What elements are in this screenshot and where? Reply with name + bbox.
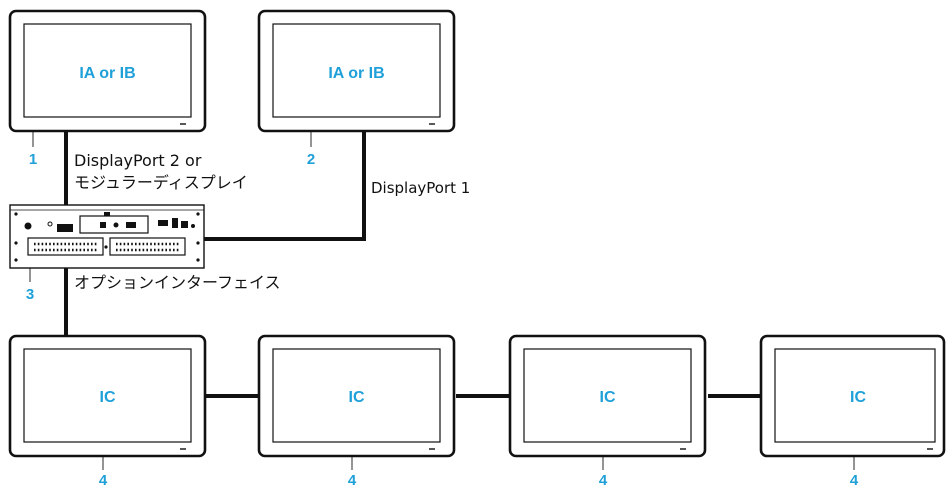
display-label: IC xyxy=(600,389,616,406)
panel-screw xyxy=(104,245,108,249)
callout-number: 3 xyxy=(26,286,34,303)
display-label: IA or IB xyxy=(328,65,384,82)
label-option-interface: オプションインターフェイス xyxy=(74,273,281,292)
callout-number: 4 xyxy=(99,472,108,487)
display-4b: IC xyxy=(257,334,456,458)
label-dp2-line2: モジュラーディスプレイ xyxy=(74,173,248,192)
panel-screw xyxy=(47,221,53,227)
rear-block xyxy=(172,218,178,228)
mount-hole xyxy=(196,241,200,245)
module-connector xyxy=(100,222,106,228)
controller-unit xyxy=(9,204,205,269)
panel-screw xyxy=(191,224,195,228)
callout-number: 4 xyxy=(850,472,859,487)
display-screen xyxy=(272,23,441,118)
cable-dp1 xyxy=(204,131,366,241)
mount-hole xyxy=(14,241,18,245)
panel-screw xyxy=(24,222,32,230)
mount-hole xyxy=(196,212,200,216)
display-1: IA or IB xyxy=(8,9,207,133)
display-screen xyxy=(23,23,192,118)
display-4c: IC xyxy=(508,334,707,458)
module-led xyxy=(113,222,119,228)
callout-number: 4 xyxy=(599,472,608,487)
module-latch xyxy=(104,212,110,216)
label-dp2-line1: DisplayPort 2 or xyxy=(74,151,202,170)
display-screen xyxy=(774,348,936,443)
display-screen xyxy=(23,348,192,443)
callout-number: 4 xyxy=(348,472,357,487)
display-label: IA or IB xyxy=(79,65,135,82)
terminal-block-left xyxy=(27,237,104,256)
module-connector xyxy=(126,222,136,228)
rear-block xyxy=(181,221,188,228)
display-label: IC xyxy=(850,389,866,406)
display-2: IA or IB xyxy=(257,9,456,133)
callouts xyxy=(29,131,855,470)
port-block xyxy=(57,224,73,232)
display-screen xyxy=(523,348,692,443)
display-label: IC xyxy=(100,389,116,406)
callout-number: 1 xyxy=(29,151,37,168)
display-label: IC xyxy=(349,389,365,406)
rear-block xyxy=(158,220,168,226)
callout-number: 2 xyxy=(307,151,315,168)
terminal-block-right xyxy=(109,237,186,256)
label-dp1: DisplayPort 1 xyxy=(371,179,470,197)
display-4d: IC xyxy=(759,334,946,458)
mount-hole xyxy=(196,258,200,262)
mount-hole xyxy=(14,258,18,262)
display-4a: IC xyxy=(8,334,207,458)
display-screen xyxy=(272,348,441,443)
mount-hole xyxy=(14,212,18,216)
